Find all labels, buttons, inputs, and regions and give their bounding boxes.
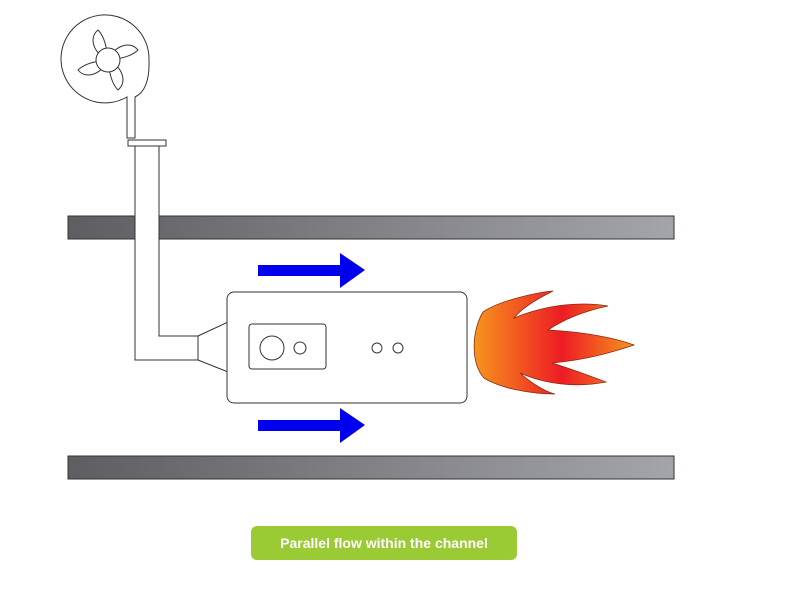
burner-module [226, 291, 468, 404]
control-knob-large [259, 335, 285, 361]
indicator-light [371, 342, 383, 354]
control-knob-small [293, 341, 307, 355]
air-duct [127, 139, 229, 373]
caption-button[interactable]: Parallel flow within the channel [251, 526, 517, 560]
flow-arrow-bottom [258, 408, 365, 443]
indicator-light [392, 342, 404, 354]
flow-arrow-top [258, 253, 365, 288]
flame-icon [473, 290, 636, 395]
fan-icon [60, 14, 150, 139]
channel-wall-bottom [67, 455, 675, 480]
channel-wall-top [67, 215, 675, 240]
